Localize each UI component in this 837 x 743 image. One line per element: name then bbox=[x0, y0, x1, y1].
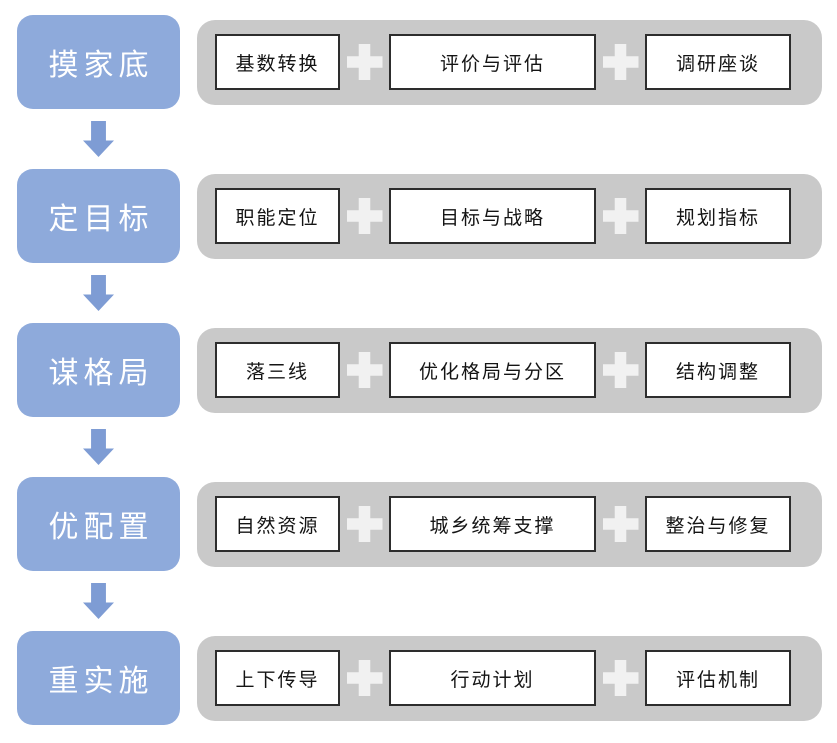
task-box: 目标与战略 bbox=[389, 188, 596, 244]
flow-row-5: 重实施 上下传导 行动计划 评估机制 bbox=[0, 631, 837, 725]
plus-icon bbox=[602, 660, 639, 696]
task-box: 自然资源 bbox=[215, 496, 340, 552]
plus-icon bbox=[346, 352, 383, 388]
task-box: 城乡统筹支撑 bbox=[389, 496, 596, 552]
task-box: 上下传导 bbox=[215, 650, 340, 706]
down-arrow-icon bbox=[83, 121, 114, 157]
flow-row-1: 摸家底 基数转换 评价与评估 调研座谈 bbox=[0, 15, 837, 109]
plus-icon bbox=[602, 198, 639, 234]
stage-label-2: 定目标 bbox=[17, 169, 180, 263]
task-bar-4: 自然资源 城乡统筹支撑 整治与修复 bbox=[197, 481, 822, 567]
task-box: 规划指标 bbox=[645, 188, 791, 244]
plus-icon bbox=[346, 660, 383, 696]
task-bar-5: 上下传导 行动计划 评估机制 bbox=[197, 635, 822, 721]
task-box: 行动计划 bbox=[389, 650, 596, 706]
flow-row-3: 谋格局 落三线 优化格局与分区 结构调整 bbox=[0, 323, 837, 417]
stage-label-4: 优配置 bbox=[17, 477, 180, 571]
task-bar-3: 落三线 优化格局与分区 结构调整 bbox=[197, 327, 822, 413]
down-arrow-icon bbox=[83, 583, 114, 619]
plus-icon bbox=[346, 198, 383, 234]
down-arrow-icon bbox=[83, 429, 114, 465]
stage-label-5: 重实施 bbox=[17, 631, 180, 725]
stage-label-1: 摸家底 bbox=[17, 15, 180, 109]
task-box: 结构调整 bbox=[645, 342, 791, 398]
plus-icon bbox=[346, 44, 383, 80]
flow-row-4: 优配置 自然资源 城乡统筹支撑 整治与修复 bbox=[0, 477, 837, 571]
task-box: 基数转换 bbox=[215, 34, 340, 90]
task-box: 优化格局与分区 bbox=[389, 342, 596, 398]
task-bar-2: 职能定位 目标与战略 规划指标 bbox=[197, 173, 822, 259]
task-box: 职能定位 bbox=[215, 188, 340, 244]
stage-label-3: 谋格局 bbox=[17, 323, 180, 417]
plus-icon bbox=[602, 44, 639, 80]
plus-icon bbox=[602, 506, 639, 542]
task-bar-1: 基数转换 评价与评估 调研座谈 bbox=[197, 19, 822, 105]
down-arrow-icon bbox=[83, 275, 114, 311]
task-box: 整治与修复 bbox=[645, 496, 791, 552]
plus-icon bbox=[346, 506, 383, 542]
flow-row-2: 定目标 职能定位 目标与战略 规划指标 bbox=[0, 169, 837, 263]
task-box: 落三线 bbox=[215, 342, 340, 398]
task-box: 评估机制 bbox=[645, 650, 791, 706]
plus-icon bbox=[602, 352, 639, 388]
task-box: 调研座谈 bbox=[645, 34, 791, 90]
task-box: 评价与评估 bbox=[389, 34, 596, 90]
